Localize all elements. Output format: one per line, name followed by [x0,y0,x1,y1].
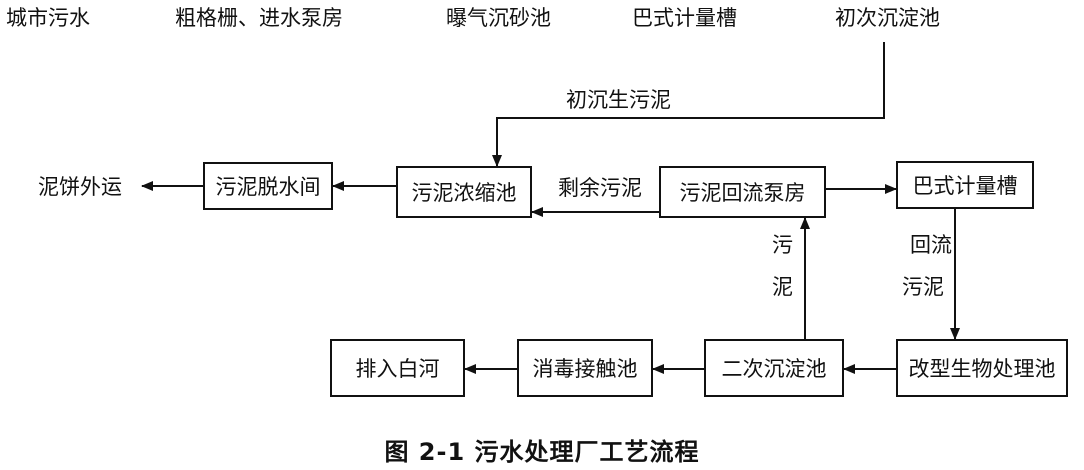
primary-sludge-label: 初沉生污泥 [566,88,671,112]
dewatering-box: 污泥脱水间 [203,162,333,210]
sludge-vertical-label-1: 污 [772,233,793,257]
figure-caption: 图 2-1 污水处理厂工艺流程 [384,438,700,466]
return-sludge-label-2: 污泥 [902,275,944,299]
top-label-parshall: 巴式计量槽 [632,6,737,30]
sludge-cake-label: 泥饼外运 [38,175,122,199]
parshall-box: 巴式计量槽 [896,161,1034,209]
top-label-screen-pump: 粗格栅、进水泵房 [175,6,343,30]
discharge-box: 排入白河 [330,339,465,397]
secondary-box: 二次沉淀池 [704,339,844,397]
primary-sludge-line [492,42,885,167]
disinfection-box: 消毒接触池 [517,339,653,397]
thickener-box: 污泥浓缩池 [396,166,532,218]
excess-sludge-label: 剩余污泥 [558,176,642,200]
top-label-grit-chamber: 曝气沉砂池 [446,6,551,30]
top-label-city-sewage: 城市污水 [6,6,90,30]
bio-box: 改型生物处理池 [896,339,1068,397]
top-label-primary-clarifier: 初次沉淀池 [835,6,940,30]
return-sludge-label-1: 回流 [910,233,952,257]
sludge-vertical-label-2: 泥 [772,275,793,299]
return-pump-box: 污泥回流泵房 [659,166,826,218]
